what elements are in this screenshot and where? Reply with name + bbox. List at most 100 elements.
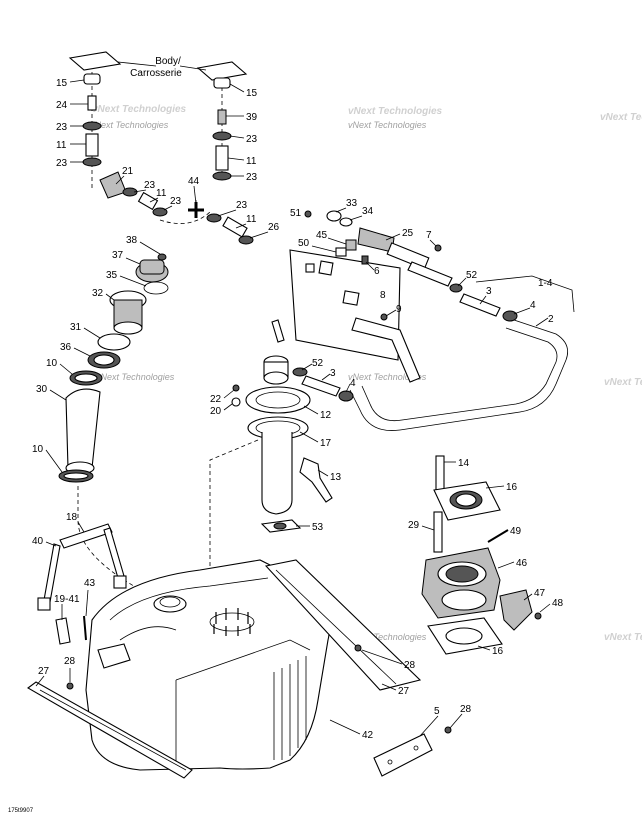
filler-neck-assembly bbox=[58, 253, 169, 601]
callout-23-a: 23 bbox=[56, 122, 68, 133]
watermark-3: vNext Technologies bbox=[348, 106, 443, 117]
hose-11-a bbox=[85, 133, 99, 157]
callout-52-mid: 52 bbox=[312, 358, 324, 369]
clamp-4-mid bbox=[338, 390, 354, 402]
callout-34: 34 bbox=[362, 206, 374, 217]
callout-43: 43 bbox=[84, 578, 96, 589]
callout-35: 35 bbox=[106, 270, 118, 281]
float-13 bbox=[299, 457, 333, 503]
callout-16-top: 16 bbox=[506, 482, 518, 493]
callout-32: 32 bbox=[92, 288, 104, 299]
strap-18 bbox=[59, 523, 113, 549]
fitting-24 bbox=[87, 95, 97, 111]
callout-25: 25 bbox=[402, 228, 414, 239]
screw-28-b bbox=[354, 644, 362, 652]
clamp-52-mid bbox=[292, 367, 308, 377]
part-7 bbox=[434, 244, 442, 252]
callout-38: 38 bbox=[126, 235, 138, 246]
callout-16-bottom: 16 bbox=[492, 646, 504, 657]
callout-4-top: 4 bbox=[530, 300, 536, 311]
callout-18: 18 bbox=[66, 512, 78, 523]
fitting-3-mid bbox=[301, 375, 341, 397]
callout-1-4: 1-4 bbox=[538, 278, 553, 289]
grommet-15-left bbox=[83, 73, 101, 85]
watermarks: vNext Technologies vNext Technologies vN… bbox=[90, 104, 642, 643]
callout-30: 30 bbox=[36, 384, 48, 395]
callout-23-c: 23 bbox=[144, 180, 156, 191]
fuel-tank bbox=[27, 559, 452, 779]
callout-44: 44 bbox=[188, 176, 200, 187]
hose-11-c bbox=[215, 145, 229, 171]
callout-48: 48 bbox=[552, 598, 564, 609]
callout-8: 8 bbox=[380, 290, 386, 301]
callout-14: 14 bbox=[458, 458, 470, 469]
callout-37: 37 bbox=[112, 250, 124, 261]
clamp-23-g bbox=[206, 213, 222, 223]
hose-11-b bbox=[137, 191, 159, 211]
drawing-reference: 175t9907 bbox=[8, 808, 34, 814]
callout-33: 33 bbox=[346, 198, 358, 209]
callout-27-left: 27 bbox=[38, 666, 50, 677]
callout-28-right: 28 bbox=[404, 660, 416, 671]
part-45 bbox=[345, 239, 357, 251]
callout-11-a: 11 bbox=[56, 140, 67, 151]
screw-28-c bbox=[444, 726, 452, 734]
callout-49: 49 bbox=[510, 526, 522, 537]
body-mounts: Body/ Carrosserie bbox=[68, 51, 248, 81]
callout-11-b: 11 bbox=[156, 188, 167, 199]
screw-28-a bbox=[66, 682, 74, 690]
clamp-23-e bbox=[212, 131, 232, 141]
pump-body bbox=[261, 432, 293, 515]
callout-11-d: 11 bbox=[246, 214, 257, 225]
bracket-19-41 bbox=[55, 617, 71, 645]
callout-42: 42 bbox=[362, 730, 374, 741]
fuel-cap-37-top bbox=[139, 259, 165, 275]
callout-45: 45 bbox=[316, 230, 328, 241]
bolt-14 bbox=[435, 455, 445, 493]
oring-35 bbox=[143, 281, 169, 295]
callout-11-c: 11 bbox=[246, 156, 257, 167]
clamp-26 bbox=[238, 235, 254, 245]
vent-hose-assembly bbox=[82, 72, 254, 245]
callout-3-mid: 3 bbox=[330, 368, 336, 379]
fitting-3-top bbox=[459, 293, 501, 317]
callout-6: 6 bbox=[374, 266, 380, 277]
clamp-23-a bbox=[82, 121, 102, 131]
plate-5 bbox=[373, 733, 433, 777]
clamp-23-b bbox=[82, 157, 102, 167]
callout-28-bottom: 28 bbox=[460, 704, 472, 715]
callout-10-bottom: 10 bbox=[32, 444, 44, 455]
elbow-47 bbox=[499, 589, 533, 631]
strap-buckle-right bbox=[113, 575, 127, 589]
filler-hose-30 bbox=[65, 388, 101, 469]
callout-53: 53 bbox=[312, 522, 324, 533]
callout-2: 2 bbox=[548, 314, 554, 325]
callout-3-top: 3 bbox=[486, 286, 492, 297]
body-label-line2: Carrosserie bbox=[130, 68, 182, 79]
callout-15-left: 15 bbox=[56, 78, 68, 89]
callout-9: 9 bbox=[396, 304, 402, 315]
callout-19-41: 19-41 bbox=[54, 594, 80, 605]
body-plate-right bbox=[196, 61, 248, 81]
callout-27-right: 27 bbox=[398, 686, 410, 697]
callout-23-g: 23 bbox=[236, 200, 248, 211]
gasket-31 bbox=[97, 333, 131, 351]
flange-12 bbox=[245, 386, 311, 414]
line-25 bbox=[386, 242, 430, 270]
watermark-8: vNext Technologies bbox=[604, 377, 642, 388]
callout-20: 20 bbox=[210, 406, 222, 417]
tank-pump-port bbox=[209, 612, 255, 632]
callout-7: 7 bbox=[426, 230, 432, 241]
part-33 bbox=[326, 210, 342, 222]
callout-21: 21 bbox=[122, 166, 134, 177]
strap-40-right bbox=[103, 527, 125, 579]
strap-assembly bbox=[37, 523, 127, 645]
callout-23-e: 23 bbox=[246, 134, 258, 145]
clamp-23-c bbox=[122, 187, 138, 197]
clamp-4-top bbox=[502, 310, 518, 322]
callout-51: 51 bbox=[290, 208, 302, 219]
callout-4-mid: 4 bbox=[350, 378, 356, 389]
callout-28-left: 28 bbox=[64, 656, 76, 667]
bracket-8 bbox=[351, 317, 421, 383]
